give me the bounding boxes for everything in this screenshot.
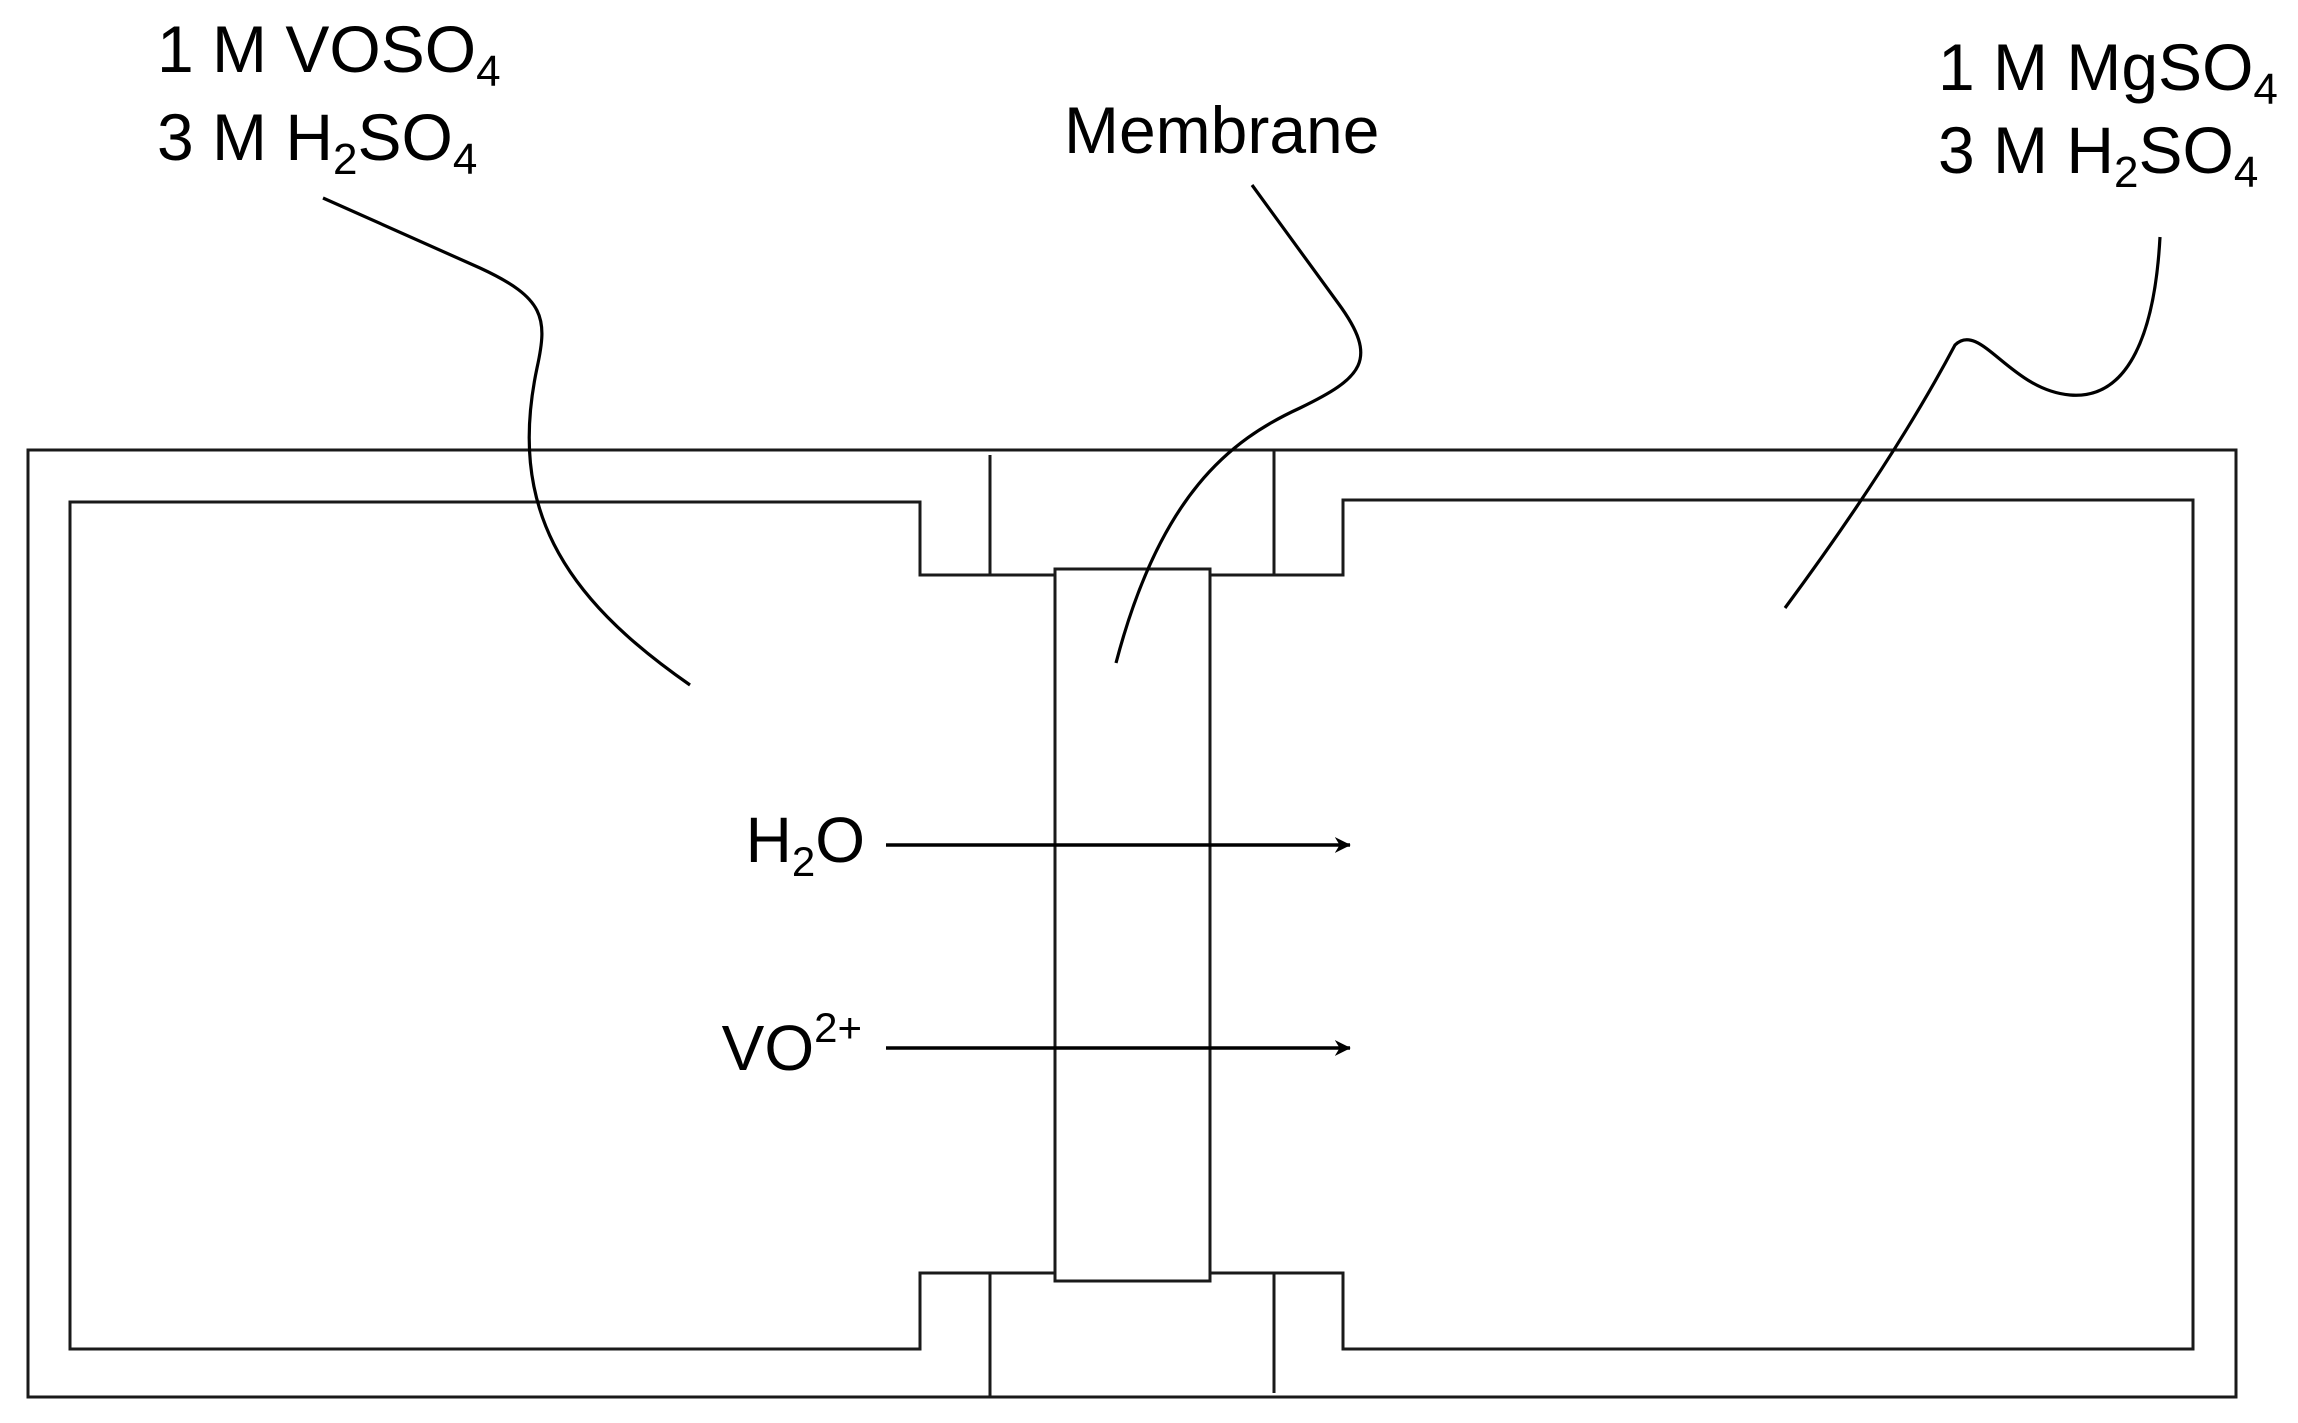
right-solution-leader-line <box>1783 236 2162 609</box>
left-solution-leader-line <box>322 196 691 687</box>
left-compartment <box>68 500 1057 1351</box>
left-solution-line2: 3 M H2SO4 <box>157 100 477 184</box>
right-solution-line1: 1 M MgSO4 <box>1938 30 2278 114</box>
water-label: H2O <box>746 804 865 885</box>
cell-housing-outline <box>26 448 2238 1399</box>
vanadyl-ion-label: VO2+ <box>722 1004 862 1084</box>
membrane-leader-line <box>1114 184 1363 664</box>
membrane <box>1053 567 1212 1283</box>
right-compartment <box>1208 498 2195 1351</box>
left-solution-line1: 1 M VOSO4 <box>157 12 501 96</box>
membrane-label: Membrane <box>1064 93 1379 167</box>
right-solution-line2: 3 M H2SO4 <box>1938 113 2258 197</box>
